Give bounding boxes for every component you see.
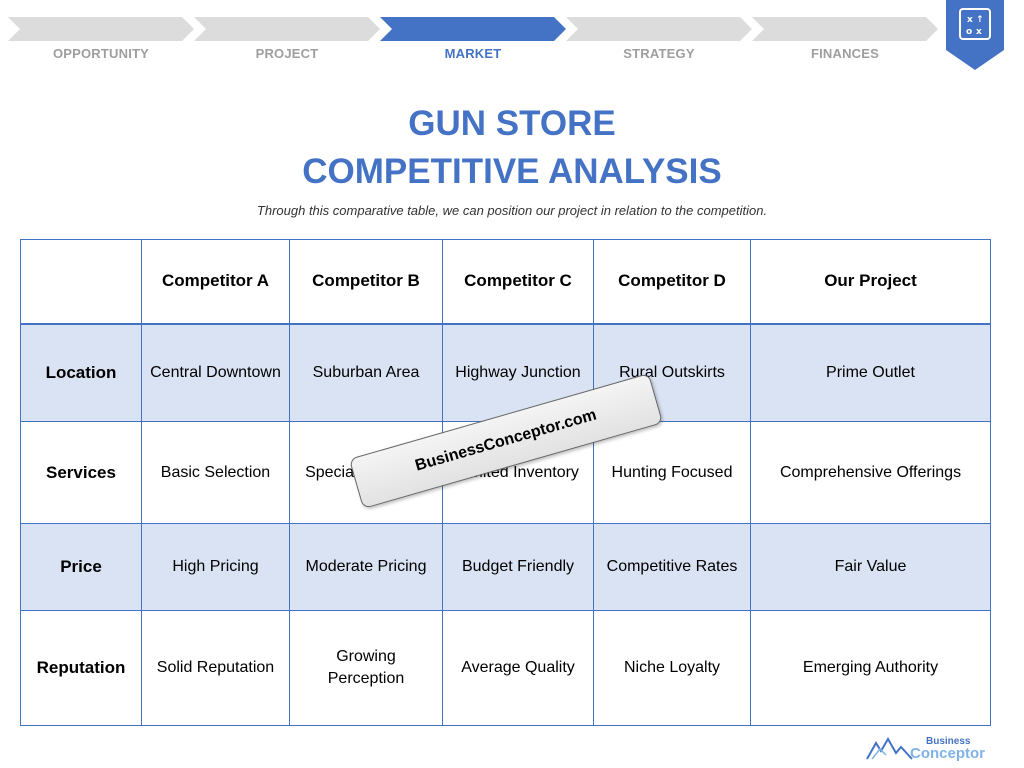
step-arrow-shape — [194, 17, 380, 41]
table-cell: Suburban Area — [289, 323, 443, 422]
table-cell: Hunting Focused — [593, 421, 751, 524]
competitive-analysis-table: Competitor A Competitor B Competitor C C… — [20, 239, 991, 726]
table-row: Price High Pricing Moderate Pricing Budg… — [20, 523, 991, 611]
svg-text:x: x — [967, 15, 973, 25]
table-cell: Emerging Authority — [750, 610, 991, 726]
row-header: Services — [20, 421, 142, 524]
table-cell: High Pricing — [141, 523, 290, 611]
table-cell: Competitive Rates — [593, 523, 751, 611]
logo-text-top: Business — [926, 736, 971, 747]
table-cell: Comprehensive Offerings — [750, 421, 991, 524]
step-label: STRATEGY — [623, 46, 695, 61]
table-header-row: Competitor A Competitor B Competitor C C… — [20, 239, 991, 324]
table-cell: Moderate Pricing — [289, 523, 443, 611]
table-row: Location Central Downtown Suburban Area … — [20, 323, 991, 422]
svg-text:↑: ↑ — [976, 15, 984, 25]
logo-text-bottom: Conceptor — [910, 745, 985, 762]
page-title: GUN STORE COMPETITIVE ANALYSIS — [0, 100, 1024, 196]
row-header: Location — [20, 323, 142, 422]
step-label: MARKET — [444, 46, 502, 61]
column-header: Our Project — [750, 239, 991, 324]
column-header: Competitor C — [442, 239, 594, 324]
business-conceptor-logo: Business Conceptor — [866, 733, 990, 762]
corner-cell — [20, 239, 142, 324]
mountain-logo-icon — [866, 737, 913, 760]
row-header: Price — [20, 523, 142, 611]
step-label: FINANCES — [810, 46, 880, 61]
table-cell: Average Quality — [442, 610, 594, 726]
title-line-2: COMPETITIVE ANALYSIS — [302, 152, 722, 191]
table-cell: Central Downtown — [141, 323, 290, 422]
step-opportunity[interactable]: OPPORTUNITY — [8, 17, 194, 61]
table-cell: Solid Reputation — [141, 610, 290, 726]
table-cell: Niche Loyalty — [593, 610, 751, 726]
step-arrow-shape — [380, 17, 566, 41]
table-row: Reputation Solid Reputation Growing Perc… — [20, 610, 991, 726]
svg-text:o: o — [966, 27, 972, 37]
step-strategy[interactable]: STRATEGY — [566, 17, 752, 61]
strategy-board-icon: x ↑ o x — [946, 0, 1004, 70]
column-header: Competitor B — [289, 239, 443, 324]
step-arrow-shape — [566, 17, 752, 41]
table-cell: Growing Perception — [289, 610, 443, 726]
column-header: Competitor D — [593, 239, 751, 324]
progress-steps: OPPORTUNITY PROJECT MARKET STRATEGY FINA… — [8, 17, 938, 61]
row-header: Reputation — [20, 610, 142, 726]
step-project[interactable]: PROJECT — [194, 17, 380, 61]
step-market[interactable]: MARKET — [380, 17, 566, 61]
title-line-1: GUN STORE — [408, 104, 616, 143]
table-cell: Fair Value — [750, 523, 991, 611]
step-label: PROJECT — [255, 46, 319, 61]
step-finances[interactable]: FINANCES — [752, 17, 938, 61]
table-cell: Prime Outlet — [750, 323, 991, 422]
step-label: OPPORTUNITY — [52, 46, 150, 61]
step-arrow-shape — [752, 17, 938, 41]
page-subtitle: Through this comparative table, we can p… — [256, 203, 768, 218]
step-arrow-shape — [8, 17, 194, 41]
table-cell: Budget Friendly — [442, 523, 594, 611]
table-cell: Basic Selection — [141, 421, 290, 524]
svg-text:x: x — [976, 27, 982, 37]
column-header: Competitor A — [141, 239, 290, 324]
